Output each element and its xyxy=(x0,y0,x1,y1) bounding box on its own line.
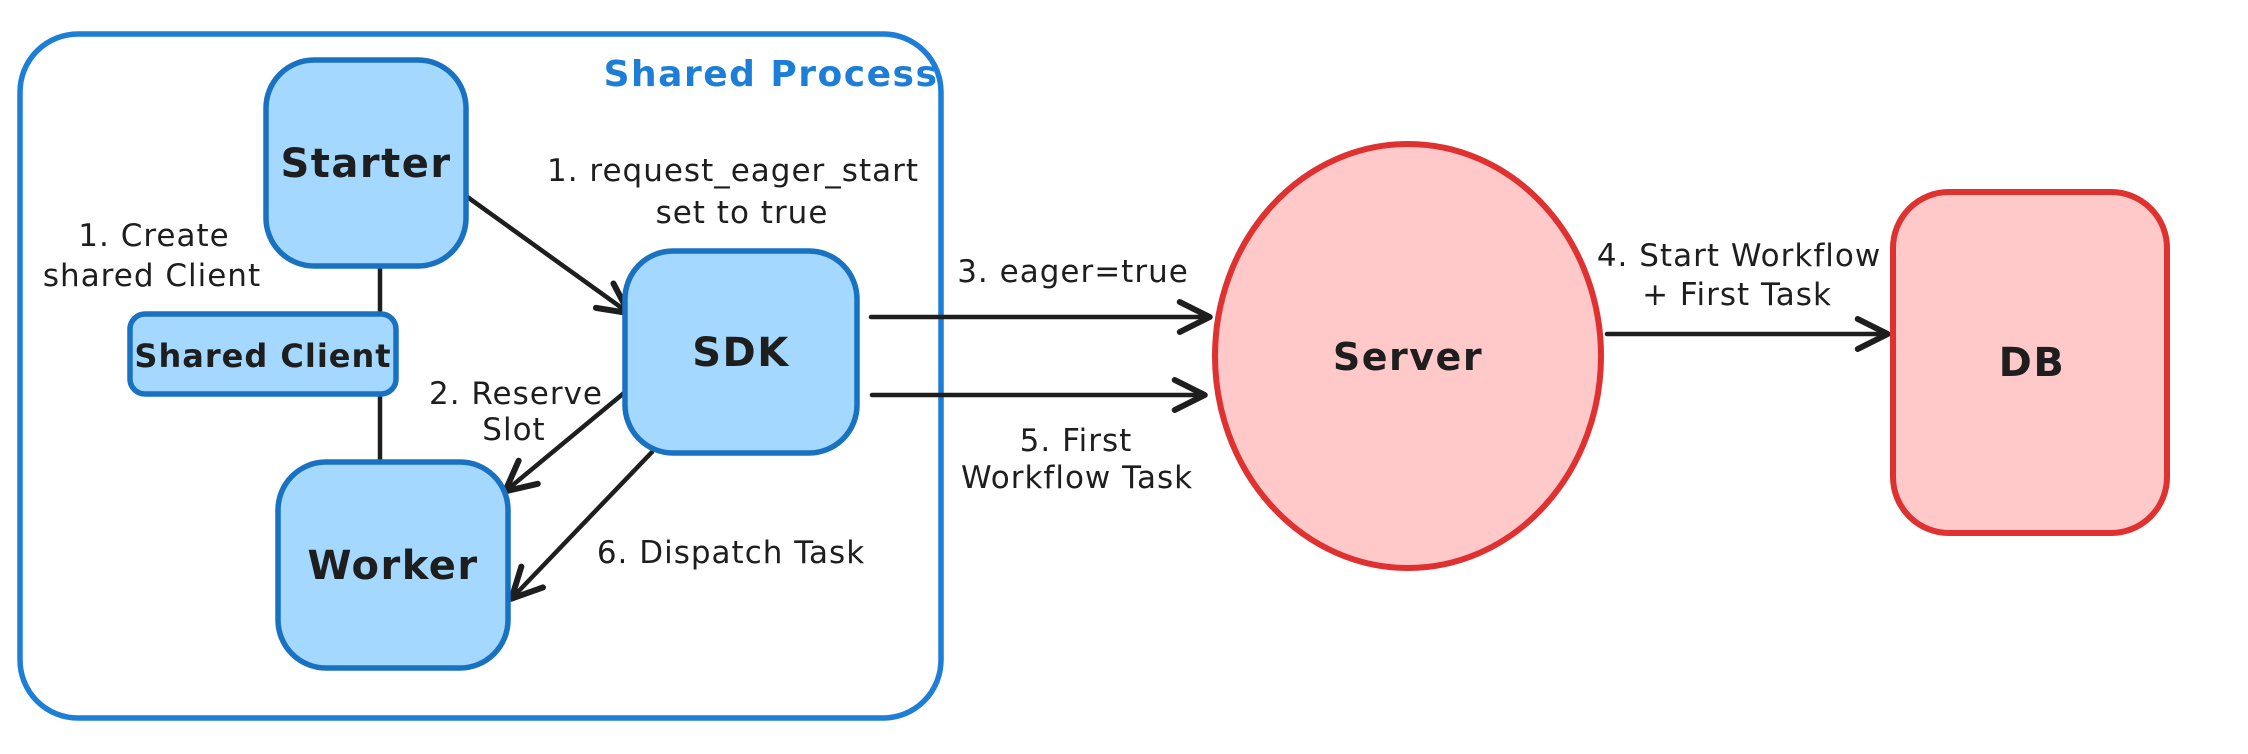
node-sdk-label: SDK xyxy=(692,330,790,376)
edge-create-shared-client-label: 1. Create shared Client xyxy=(43,218,261,294)
edge-reserve-slot: 2. Reserve Slot xyxy=(429,376,633,495)
edge-create-shared-client-label-line1: 1. Create xyxy=(78,218,229,254)
shared-process-group: Shared Process xyxy=(17,31,944,721)
edge-eager-true-label: 3. eager=true xyxy=(957,254,1189,290)
edge-request-eager-start-arrow xyxy=(463,193,633,317)
edge-first-workflow-task-label-line2: Workflow Task xyxy=(961,460,1193,496)
edge-dispatch-task: 6. Dispatch Task xyxy=(508,449,865,602)
node-shared-client-label: Shared Client xyxy=(134,337,391,375)
edge-create-shared-client-label-line2: shared Client xyxy=(43,258,261,294)
node-starter: Starter xyxy=(263,57,469,269)
edge-reserve-slot-arrow xyxy=(502,385,633,495)
edge-reserve-slot-label-line1: 2. Reserve xyxy=(429,376,603,412)
shared-process-container xyxy=(17,31,944,721)
edge-request-eager-start-label-line2: set to true xyxy=(656,195,829,231)
edge-request-eager-start-label-line1: 1. request_eager_start xyxy=(547,153,919,189)
edge-start-workflow: 4. Start Workflow + First Task xyxy=(1597,238,1891,352)
edge-dispatch-task-arrow xyxy=(508,449,655,602)
edge-first-workflow-task-label-line1: 5. First xyxy=(1020,423,1133,459)
node-shared-client-shape xyxy=(127,311,399,397)
edge-start-workflow-label-line1: 4. Start Workflow xyxy=(1597,238,1881,274)
node-db-shape xyxy=(1890,189,2170,536)
node-sdk: SDK xyxy=(622,248,860,456)
node-db-label: DB xyxy=(1999,340,2066,386)
node-server: Server xyxy=(1212,141,1604,571)
node-worker-shape xyxy=(275,459,511,671)
edge-start-workflow-label-line2: + First Task xyxy=(1642,277,1832,313)
node-starter-shape xyxy=(263,57,469,269)
node-worker-label: Worker xyxy=(307,543,478,589)
edge-request-eager-start: 1. request_eager_start set to true xyxy=(463,153,919,317)
node-server-shape xyxy=(1212,141,1604,571)
node-db: DB xyxy=(1890,189,2170,536)
edge-dispatch-task-label: 6. Dispatch Task xyxy=(597,535,865,571)
edge-first-workflow-task: 5. First Workflow Task xyxy=(869,377,1208,496)
node-starter-label: Starter xyxy=(280,141,451,187)
node-server-label: Server xyxy=(1333,335,1483,379)
node-sdk-shape xyxy=(622,248,860,456)
node-worker: Worker xyxy=(275,459,511,671)
node-shared-client: Shared Client xyxy=(127,311,399,397)
edge-reserve-slot-label-line2: Slot xyxy=(482,412,545,448)
edge-eager-true: 3. eager=true xyxy=(868,254,1213,335)
shared-process-label: Shared Process xyxy=(604,54,939,95)
